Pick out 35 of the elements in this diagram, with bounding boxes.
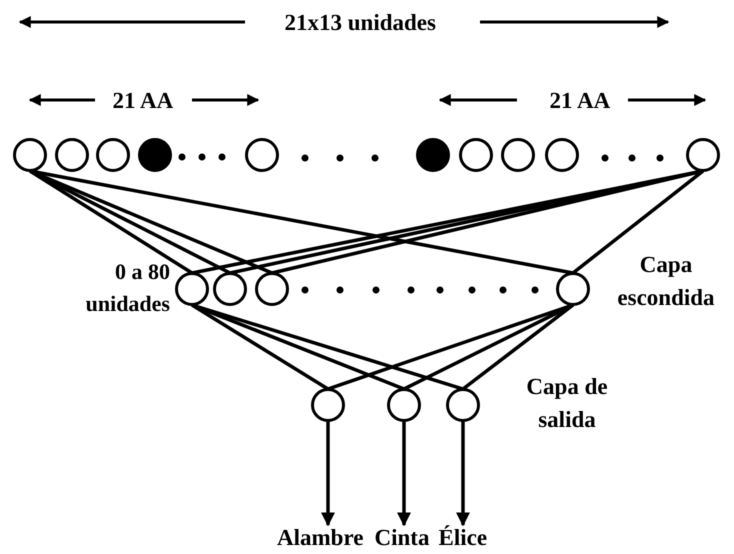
hidden-neuron	[255, 272, 289, 306]
connection-line	[572, 170, 704, 274]
arrow	[397, 421, 411, 526]
output-class-label: Élice	[438, 525, 488, 552]
connection-line	[191, 304, 329, 390]
layer-label: Capa escondida	[616, 251, 716, 312]
dimension-label: 21 AA	[550, 87, 610, 115]
output-class-label: Alambre	[277, 525, 364, 552]
input-neuron	[416, 138, 450, 172]
arrow	[321, 421, 335, 526]
layer-label: 0 a 80 unidades	[84, 258, 170, 318]
dimension-label: 21 AA	[112, 87, 174, 115]
hidden-neuron	[556, 272, 590, 306]
input-neuron	[501, 138, 535, 172]
input-neuron	[96, 138, 130, 172]
connection-line	[29, 169, 273, 275]
hidden-neuron	[213, 272, 247, 306]
dimension-label: 21x13 unidades	[284, 9, 436, 37]
input-neuron	[459, 138, 493, 172]
arrow	[456, 421, 470, 526]
connection-line	[462, 304, 574, 390]
input-neuron	[245, 138, 279, 172]
input-neuron	[686, 138, 720, 172]
layer-label: Capa de salida	[525, 373, 609, 434]
output-neuron	[387, 388, 421, 422]
input-neuron	[545, 138, 579, 172]
input-neuron	[138, 138, 172, 172]
output-neuron	[446, 388, 480, 422]
connection-line	[29, 170, 193, 274]
output-class-label: Cinta	[374, 525, 430, 552]
input-neuron	[55, 138, 89, 172]
input-neuron	[13, 138, 47, 172]
connection-line	[191, 303, 464, 391]
hidden-neuron	[175, 272, 209, 306]
output-neuron	[311, 388, 345, 422]
